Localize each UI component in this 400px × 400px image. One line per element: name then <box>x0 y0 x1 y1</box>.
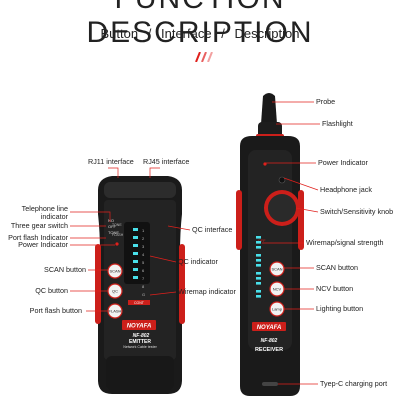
switch-sensitivity-knob-label: Switch/Sensitivity knob <box>320 207 394 216</box>
cont-badge <box>128 300 150 305</box>
receiver-brand: NOYAFA <box>257 325 282 331</box>
emitter-device <box>95 176 185 394</box>
page-headline: FUNCTION DESCRIPTION <box>86 0 314 49</box>
emitter-brand-badge <box>122 320 156 330</box>
emitter-scan-button[interactable] <box>107 263 123 279</box>
emitter-subtitle: Network Cable tester <box>123 345 157 349</box>
scale-number: 3 <box>142 244 145 249</box>
wiremap-indicator-label: Wiremap indicator <box>178 287 236 296</box>
switch-label: OFF <box>108 224 117 229</box>
lighting-button-label: Lighting button <box>316 304 364 313</box>
receiver-led-column <box>256 236 261 298</box>
scale-number: 2 <box>142 236 145 241</box>
subnav-interface: Interface <box>160 26 212 41</box>
flashlight-label: Flashlight <box>322 119 353 128</box>
cont-label: CONT <box>134 301 145 305</box>
off-label: OFF <box>258 239 266 243</box>
headphone-jack-icon <box>278 176 286 184</box>
receiver-ncv-label: NCV <box>273 287 282 292</box>
receiver-scan-button-label: SCAN button <box>316 263 358 272</box>
subnav-button: Button <box>100 26 139 41</box>
subnav-separator: / <box>147 26 152 41</box>
port-flash-indicator-label: Port flash Indicator <box>8 233 68 242</box>
qc-interface-label: QC interface <box>192 225 233 234</box>
subnav-separator: / <box>221 26 225 41</box>
receiver-scan-button[interactable] <box>269 261 285 277</box>
scan-button-label: SCAN button <box>44 265 86 274</box>
emitter-name: EMITTER <box>129 339 151 345</box>
switch-label: NO <box>108 218 114 223</box>
wiremap-signal-strength-label: Wiremap/signal strength <box>306 238 384 247</box>
scale-number: 6 <box>142 268 145 273</box>
power-led-icon <box>115 242 119 246</box>
emitter-qc-label: QC <box>112 289 118 294</box>
scale-number: 4 <box>142 252 145 257</box>
rj45-interface-label: RJ45 interface <box>143 157 190 166</box>
emitter-brand: NOYAFA <box>127 324 152 330</box>
scale-number: 5 <box>142 260 145 265</box>
emitter-scan-label: SCAN <box>109 269 120 274</box>
scale-number: 7 <box>142 276 145 281</box>
receiver-power-led-icon <box>263 162 267 166</box>
qc-button-label: QC button <box>35 286 68 295</box>
emitter-led-column <box>133 228 138 279</box>
usb-c-port-icon <box>262 382 278 386</box>
ncv-button-label: NCV button <box>316 284 354 293</box>
receiver-lamp-label: Lamp <box>272 307 283 312</box>
rj11-interface-label: RJ11 interface <box>88 157 134 166</box>
scale-number: 1 <box>142 228 145 233</box>
type-c-charging-port-label: Tyep-C charging port <box>320 379 388 388</box>
power-indicator-label: Power Indicator <box>18 240 68 249</box>
callout-lines <box>70 101 320 385</box>
scale-number: G <box>142 292 145 297</box>
switch-label: TONE <box>108 230 119 235</box>
port-flash-button-label: Port flash button <box>29 306 82 315</box>
headphone-jack-label: Headphone jack <box>320 185 372 194</box>
receiver-name: RECEIVER <box>255 347 283 353</box>
switch-side-label: FLASH <box>112 233 124 237</box>
emitter-model: NF-802 <box>133 333 150 339</box>
qc-indicator-label: QC indicator <box>178 257 218 266</box>
receiver-scan-label: SCAN <box>271 267 282 272</box>
switch-side-label: TONE <box>112 223 122 227</box>
sensitivity-knob-icon[interactable] <box>268 194 296 222</box>
scale-number: 8 <box>142 284 145 289</box>
subnav-description: Description <box>234 26 300 41</box>
receiver-power-indicator-label: Power Indicator <box>318 158 368 167</box>
telephone-line-indicator-label: Telephone line indicator <box>21 204 68 221</box>
probe-label: Probe <box>316 97 336 106</box>
decorative-slashes-icon <box>195 52 213 62</box>
receiver-model: NF-802 <box>261 338 278 344</box>
subnav: Button / Interface / Description <box>0 26 400 41</box>
three-gear-switch-label: Three gear switch <box>10 221 68 230</box>
emitter-flash-label: FLASH <box>109 309 122 314</box>
receiver-brand-badge <box>252 322 286 331</box>
